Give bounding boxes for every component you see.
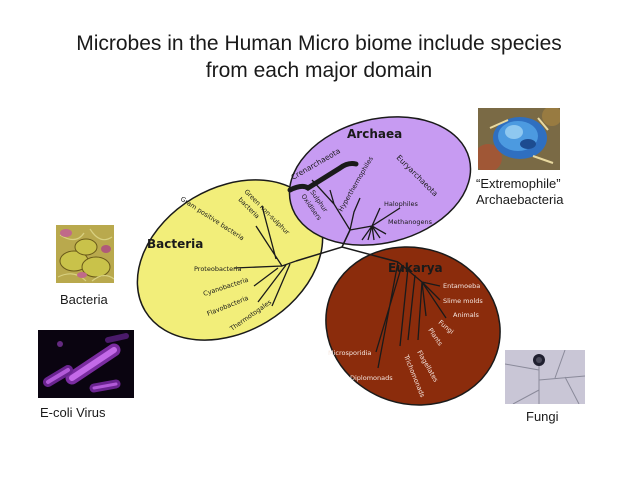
diplomonads-label: Diplomonads xyxy=(350,374,393,382)
bacteria-label: Bacteria xyxy=(147,237,203,251)
archaea-region xyxy=(288,116,472,246)
archaea-label: Archaea xyxy=(347,127,402,141)
extremophile-caption: “Extremophile” Archaebacteria xyxy=(476,176,563,208)
tree-trunk xyxy=(295,229,399,263)
fungi-caption: Fungi xyxy=(526,409,559,424)
methanogens-label: Methanogens xyxy=(388,218,433,226)
extremophile-caption-line2: Archaebacteria xyxy=(476,192,564,207)
slime-molds-label: Slime molds xyxy=(443,297,483,305)
slide-title-line1: Microbes in the Human Micro biome includ… xyxy=(76,32,562,55)
bacteria-branches xyxy=(233,205,297,307)
extremophile-caption-line1: “Extremophile” xyxy=(476,176,561,191)
archaea-branches xyxy=(311,179,401,241)
bacteria-micrograph-icon xyxy=(56,225,114,283)
animals-label: Animals xyxy=(453,311,479,319)
bacteria-caption: Bacteria xyxy=(60,292,108,307)
slide-title: Microbes in the Human Micro biome includ… xyxy=(0,30,638,84)
eukarya-branches xyxy=(375,261,447,369)
archaea-micrograph-icon xyxy=(478,108,560,170)
fungi-micrograph-icon xyxy=(505,350,585,404)
slide-title-line2: from each major domain xyxy=(205,59,433,82)
halophiles-label: Halophiles xyxy=(384,200,419,208)
archaea-bracket xyxy=(287,161,359,193)
microsporidia-label: Microsporidia xyxy=(328,349,371,357)
eukarya-region xyxy=(325,246,501,406)
eukarya-label: Eukarya xyxy=(388,261,443,275)
ecoli-caption: E-coli Virus xyxy=(40,405,106,420)
ecoli-micrograph-icon xyxy=(38,330,134,398)
entamoeba-label: Entamoeba xyxy=(443,282,480,290)
proteobacteria-label: Proteobacteria xyxy=(194,265,242,273)
